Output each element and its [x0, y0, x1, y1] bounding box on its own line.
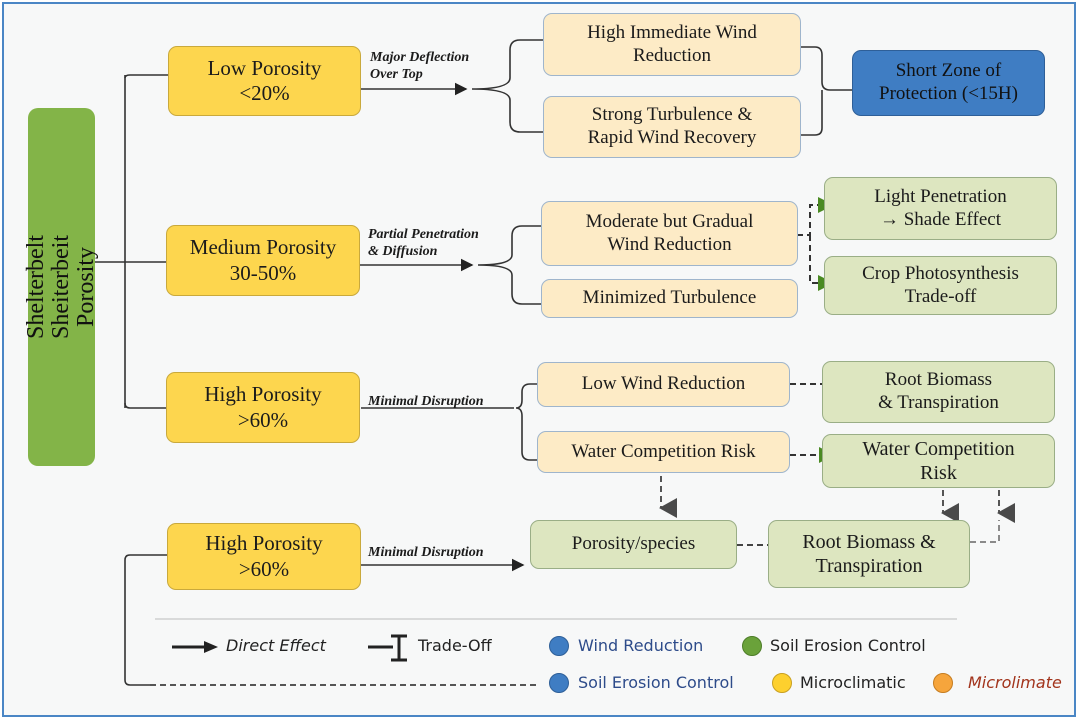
- trade-off-icon: [368, 634, 407, 662]
- edge-label-high: Minimal Disruption: [368, 394, 484, 409]
- effect-moderate-gradual-wind-reduction[interactable]: Moderate but Gradual Wind Reduction: [541, 201, 798, 266]
- brace-outcome-low: [800, 46, 852, 136]
- trunk-lower: [124, 554, 168, 686]
- brace-medium: [477, 225, 542, 305]
- category-high-porosity-2[interactable]: High Porosity >60%: [167, 523, 361, 590]
- legend-soil-erosion-blue-dot-icon: [549, 673, 569, 693]
- node-porosity-species[interactable]: Porosity/species: [530, 520, 737, 569]
- outcome-light-penetration[interactable]: Light Penetration → Shade Effect: [824, 177, 1057, 240]
- legend-wind-reduction: Wind Reduction: [578, 636, 704, 655]
- trunk-to-high: [124, 402, 168, 409]
- dashed-root-side-return: [970, 520, 1000, 543]
- legend-soil-erosion-dot-icon: [742, 636, 762, 656]
- legend-wind-reduction-dot-icon: [549, 636, 569, 656]
- root-label: Shelterbelt Sheiterbeit Porosity: [22, 235, 100, 339]
- legend-direct-effect: Direct Effect: [226, 636, 326, 655]
- outcome-short-zone-protection[interactable]: Short Zone of Protection (<15H): [852, 50, 1045, 116]
- outcome-root-biomass-transpiration[interactable]: Root Biomass & Transpiration: [822, 361, 1055, 423]
- legend-soil-erosion-control: Soil Erosion Control: [770, 636, 926, 655]
- brace-high: [515, 383, 538, 461]
- legend-microlimate: Microlimate: [968, 673, 1062, 692]
- trunk-to-low: [124, 74, 168, 79]
- effect-minimized-turbulence[interactable]: Minimized Turbulence: [541, 279, 798, 318]
- category-medium-porosity[interactable]: Medium Porosity 30-50%: [166, 225, 360, 296]
- outcome-crop-photosynthesis[interactable]: Crop Photosynthesis Trade-off: [824, 256, 1057, 315]
- effect-high-immediate-wind-reduction[interactable]: High Immediate Wind Reduction: [543, 13, 801, 76]
- node-root-biomass-transpiration[interactable]: Root Biomass & Transpiration: [768, 520, 970, 588]
- dashed-medium-to-light: [797, 197, 834, 236]
- effect-low-wind-reduction[interactable]: Low Wind Reduction: [537, 362, 790, 407]
- effect-strong-turbulence[interactable]: Strong Turbulence & Rapid Wind Recovery: [543, 96, 801, 158]
- legend-microclimatic-dot-icon: [772, 673, 792, 693]
- legend-trade-off: Trade-Off: [418, 636, 492, 655]
- legend-microclimatic: Microclimatic: [800, 673, 906, 692]
- legend-microlimate-dot-icon: [933, 673, 953, 693]
- outcome-water-competition-risk[interactable]: Water Competition Risk: [822, 434, 1055, 488]
- root-node[interactable]: Shelterbelt Sheiterbeit Porosity: [23, 108, 99, 466]
- effect-water-competition-risk[interactable]: Water Competition Risk: [537, 431, 790, 473]
- edge-label-low: Major Deflection Over Top: [370, 50, 470, 82]
- category-low-porosity[interactable]: Low Porosity <20%: [168, 46, 361, 116]
- legend-soil-erosion-control-2: Soil Erosion Control: [578, 673, 734, 692]
- brace-low: [471, 39, 544, 133]
- edge-label-medium: Partial Penetration & Diffusion: [368, 227, 479, 259]
- edge-label-high-2: Minimal Disruption: [368, 545, 484, 560]
- category-high-porosity[interactable]: High Porosity >60%: [166, 372, 360, 443]
